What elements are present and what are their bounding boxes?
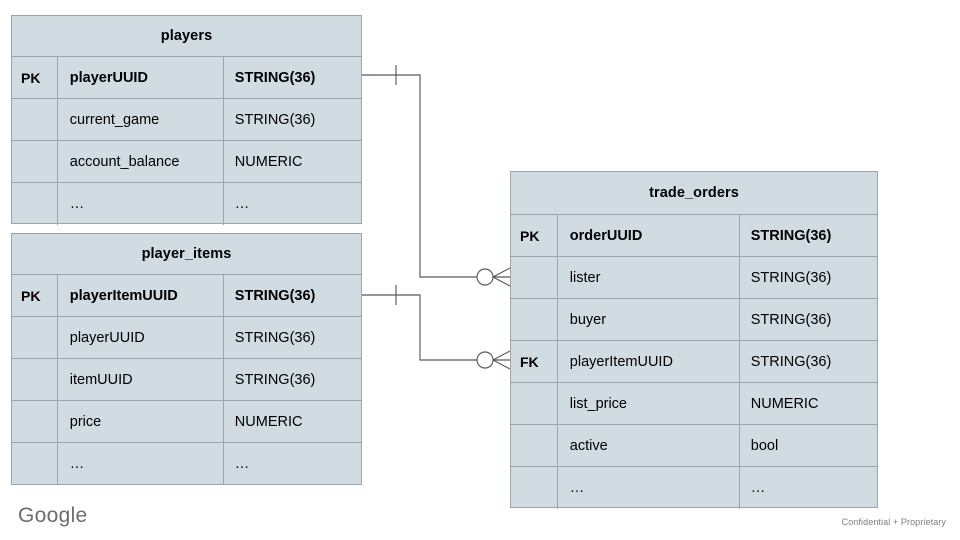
key-indicator [12, 99, 58, 140]
key-indicator [12, 183, 58, 225]
column-name: list_price [558, 383, 740, 424]
key-indicator [511, 257, 558, 298]
column-type: NUMERIC [234, 413, 303, 430]
column-type: STRING(36) [234, 111, 316, 128]
column-type: STRING(36) [234, 329, 316, 346]
key-indicator: PK [12, 275, 58, 316]
column-name: playerItemUUID [58, 275, 224, 316]
entity-row[interactable]: buyer STRING(36) [511, 299, 877, 341]
key-indicator [511, 299, 558, 340]
entity-title-players: players [12, 16, 361, 57]
entity-row[interactable]: …… [12, 443, 361, 485]
column-name: price [58, 401, 224, 442]
zero-cardinality-circle [476, 351, 494, 369]
column-type: STRING(36) [750, 227, 832, 244]
connector-line [362, 74, 477, 278]
column-type: STRING(36) [234, 69, 316, 86]
column-type: STRING(36) [234, 371, 316, 388]
crowsfoot-prong-top [492, 267, 511, 278]
key-indicator [12, 443, 58, 485]
entity-title-player_items: player_items [12, 234, 361, 275]
column-name: buyer [558, 299, 740, 340]
column-type: STRING(36) [750, 311, 832, 328]
entity-row[interactable]: playerUUID STRING(36) [12, 317, 361, 359]
entity-row[interactable]: lister STRING(36) [511, 257, 877, 299]
column-type: STRING(36) [750, 353, 832, 370]
entity-row[interactable]: active bool [511, 425, 877, 467]
column-name: … [58, 443, 224, 485]
entity-row[interactable]: list_price NUMERIC [511, 383, 877, 425]
column-name: playerItemUUID [558, 341, 740, 382]
key-indicator [12, 401, 58, 442]
column-type: … [750, 480, 766, 496]
key-indicator: PK [12, 57, 58, 98]
relationship-player-items-to-trade-orders [362, 285, 511, 370]
key-indicator [12, 317, 58, 358]
column-name: … [58, 183, 224, 225]
column-type: NUMERIC [234, 153, 303, 170]
key-indicator [511, 425, 558, 466]
key-indicator [511, 467, 558, 509]
column-type: NUMERIC [750, 395, 819, 412]
crowsfoot-prong-top [492, 350, 511, 361]
entity-row[interactable]: account_balance NUMERIC [12, 141, 361, 183]
relationship-players-to-trade-orders [362, 65, 511, 287]
zero-cardinality-circle [476, 268, 494, 286]
column-name: playerUUID [58, 57, 224, 98]
column-type: STRING(36) [750, 269, 832, 286]
connector-line [362, 294, 477, 361]
key-indicator: FK [511, 341, 558, 382]
key-indicator [12, 359, 58, 400]
column-type: STRING(36) [234, 287, 316, 304]
column-name: itemUUID [58, 359, 224, 400]
key-indicator [511, 383, 558, 424]
key-indicator [12, 141, 58, 182]
entity-row[interactable]: price NUMERIC [12, 401, 361, 443]
entity-row[interactable]: …… [12, 183, 361, 225]
column-name: account_balance [58, 141, 224, 182]
entity-title-trade_orders: trade_orders [511, 172, 877, 215]
entity-row[interactable]: current_game STRING(36) [12, 99, 361, 141]
entity-row[interactable]: …… [511, 467, 877, 509]
column-type: bool [750, 437, 779, 454]
column-type: … [234, 456, 250, 472]
column-type: … [234, 196, 250, 212]
crowsfoot-prong-bottom [492, 359, 511, 370]
column-name: orderUUID [558, 215, 740, 256]
column-name: lister [558, 257, 740, 298]
google-logo: Google [18, 504, 88, 527]
column-name: … [558, 467, 740, 509]
key-indicator: PK [511, 215, 558, 256]
column-name: current_game [58, 99, 224, 140]
confidentiality-notice: Confidential + Proprietary [841, 517, 946, 527]
column-name: playerUUID [58, 317, 224, 358]
crowsfoot-prong-bottom [492, 276, 511, 287]
column-name: active [558, 425, 740, 466]
entity-row[interactable]: itemUUID STRING(36) [12, 359, 361, 401]
